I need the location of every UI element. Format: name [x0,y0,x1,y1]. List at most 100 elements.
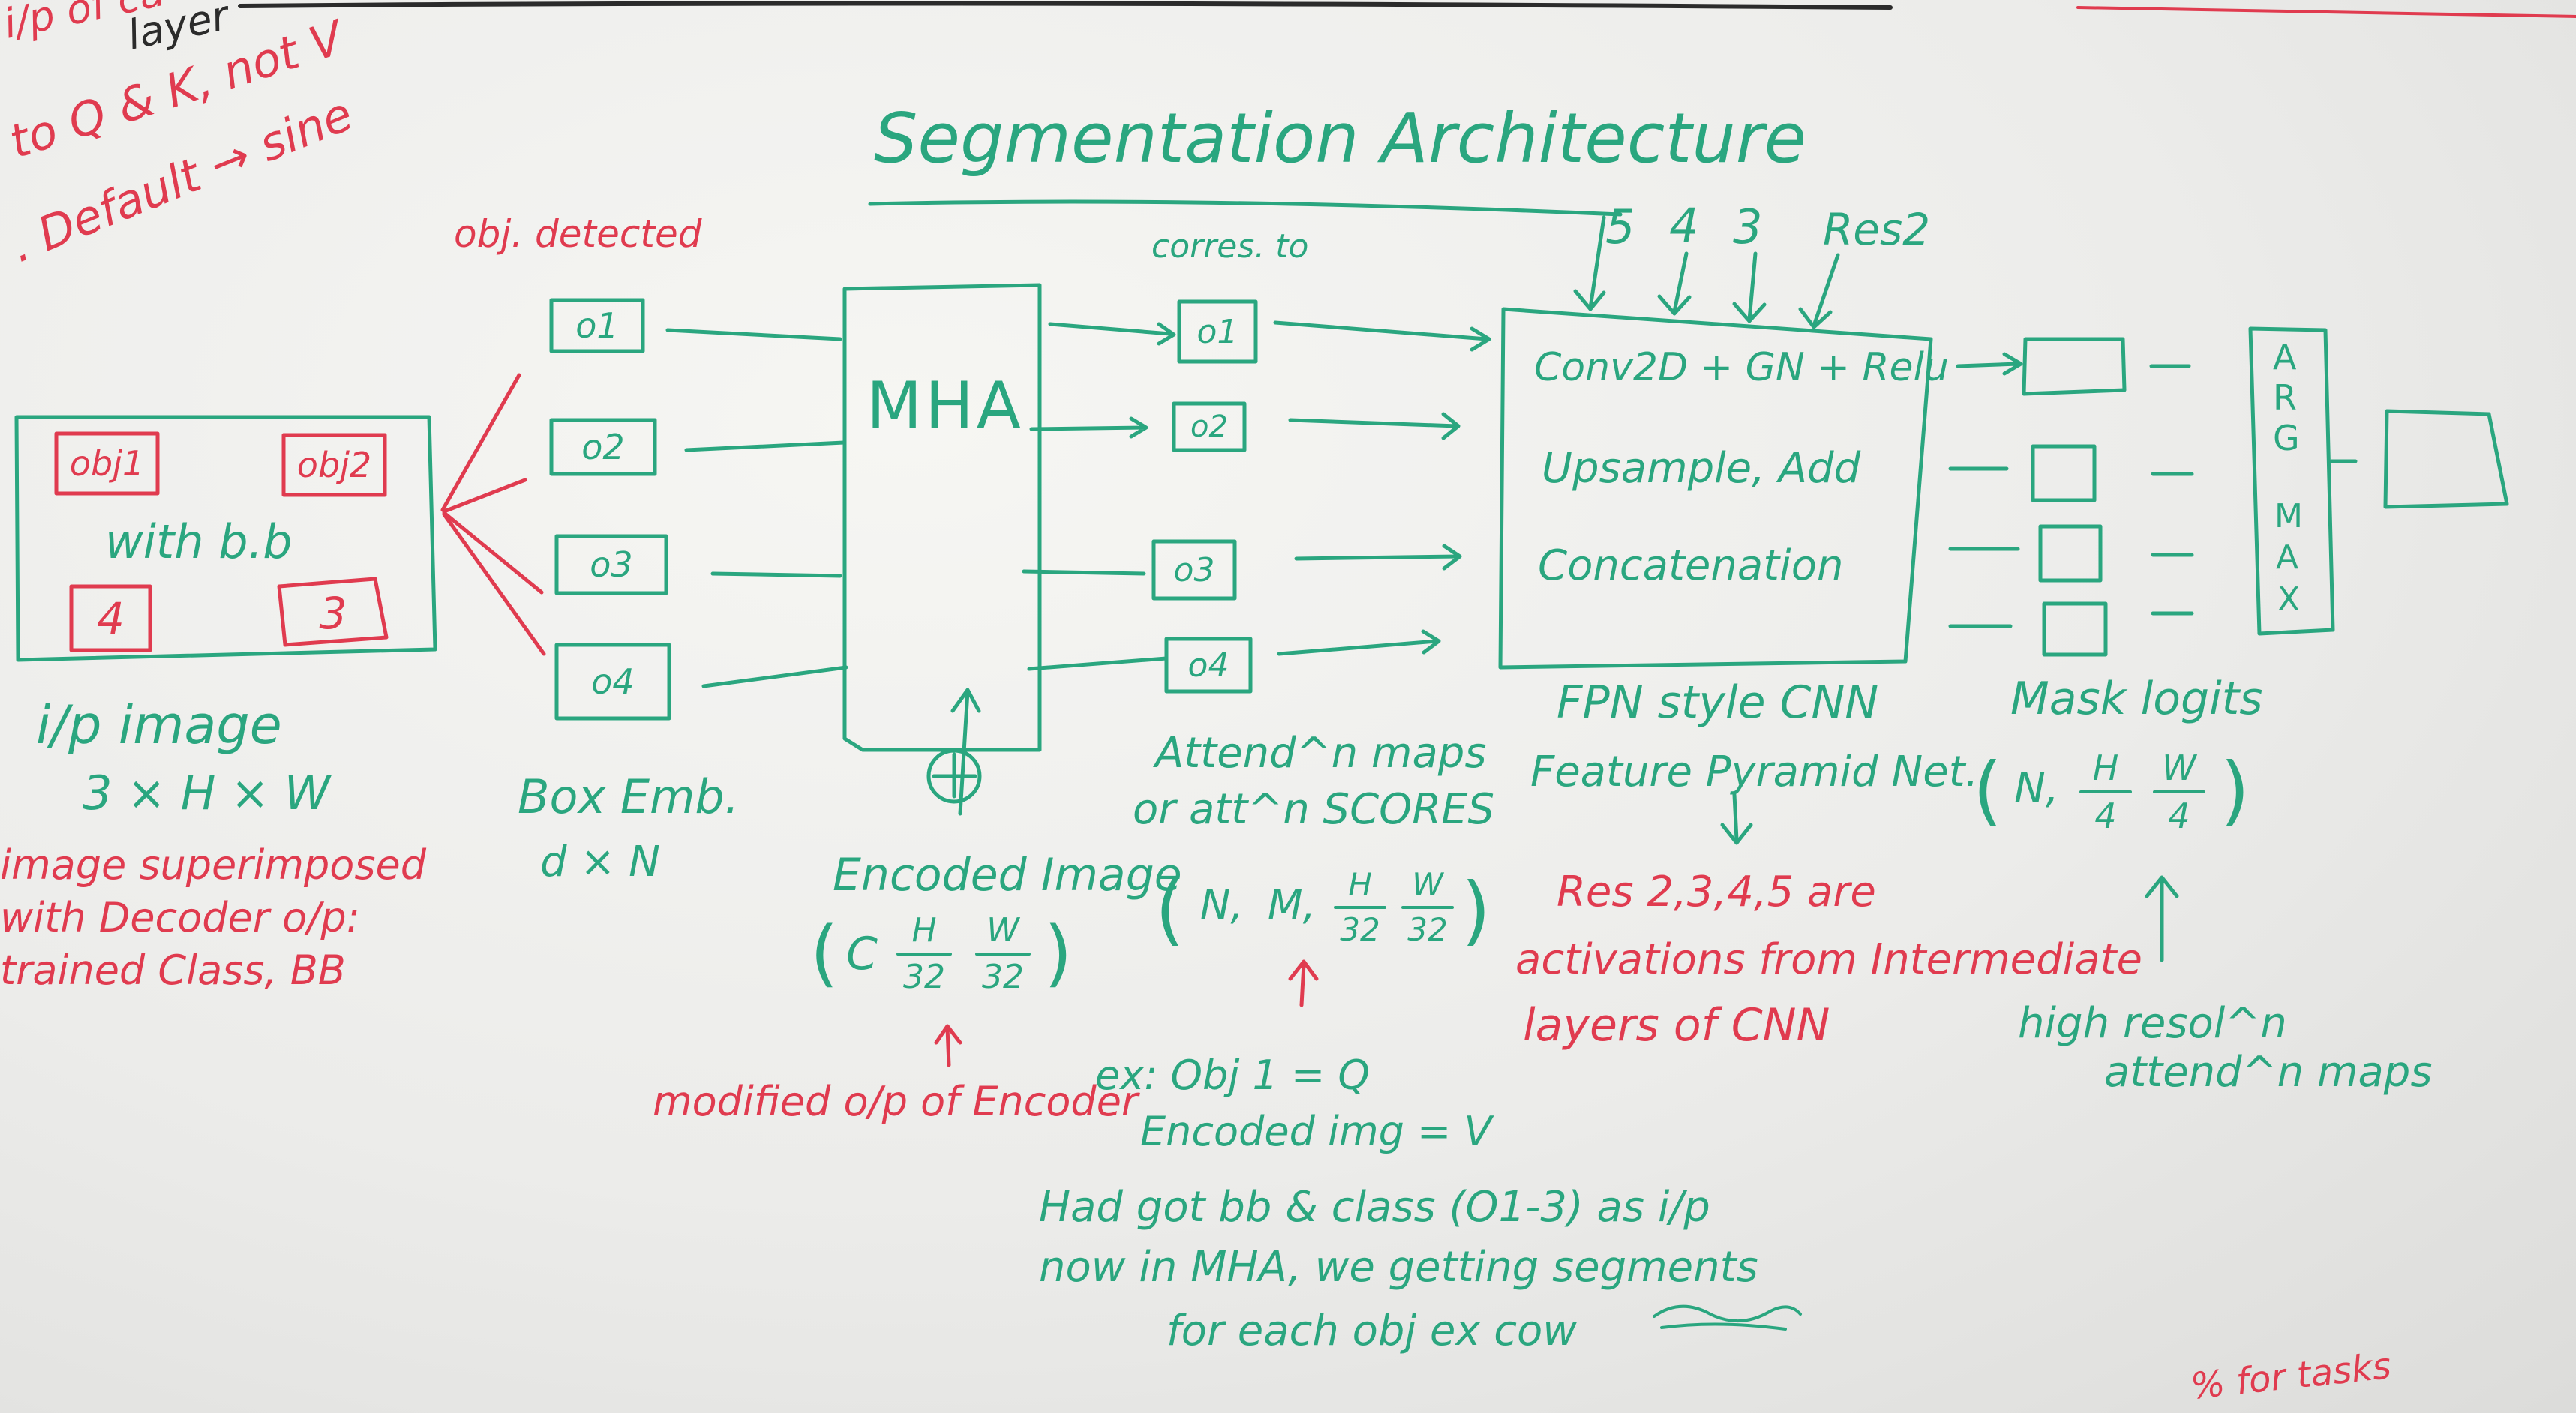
mha-box-shape [842,283,1042,752]
att-box-3: o3 [1173,550,1215,590]
line-a4-fpn [1277,629,1441,656]
res5-label: 5 [1605,200,1635,254]
mask-dims-h: H 4 [2079,750,2132,835]
argmax-letter-x: X [2277,580,2301,619]
input-image-note-2: with Decoder o/p: [0,894,360,941]
in-obj3-shape [277,577,389,647]
line-a3-fpn [1294,544,1462,571]
mask-box-1-shape [2022,337,2127,396]
title-underline [868,200,1623,217]
argmax-letter-g: G [2273,418,2300,458]
input-image-caption: with b.b [105,514,293,569]
right-top-stroke [2076,6,2576,18]
encoder-note-arrow [934,1024,962,1067]
in-obj4-shape [69,584,152,652]
line-o4-mha [701,665,848,688]
mask-box-4-shape [2042,602,2108,657]
att-dims-n: N, [1200,881,1244,928]
encoded-dims-open: ( [810,911,839,995]
fpn-note-2: activations from Intermediate [1515,935,2142,984]
attention-note-2: Encoded img = V [1140,1108,1492,1155]
mask-dims-close: ) [2220,746,2250,834]
attention-label-2: or att^n SCORES [1133,785,1495,834]
att-box-1-shape [1177,299,1258,364]
fpn-line-2: Upsample, Add [1542,444,1861,493]
mask-dims-n: N, [2014,764,2059,813]
encoded-dims-h: H 32 [896,911,952,997]
attention-label-1: Attend^n maps [1155,729,1487,778]
encoded-image-label: Encoded Image [833,849,1182,902]
in-obj2-shape [281,433,387,497]
mask-dims-open: ( [1973,746,2003,834]
obj-box-1: o1 [575,305,619,346]
res4-label: 4 [1669,198,1699,253]
attention-note-3: Had got bb & class (O1-3) as i/p [1039,1183,1710,1232]
obj-box-3-shape [554,534,668,596]
fpn-line-1: Conv2D + GN + Relu [1534,345,1949,390]
mask-box-2-shape [2031,444,2097,502]
att-dims-open: ( [1155,866,1185,954]
line-o2-mha [684,440,846,452]
obj-box-3: o3 [590,544,633,585]
in-obj4-label: 4 [97,592,125,644]
res4-arrow [1657,251,1692,316]
mask-logits-label: Mask logits [2010,673,2263,725]
positional-plus-circle [926,748,982,804]
fpn-label-1: FPN style CNN [1557,676,1879,729]
in-obj3-label: 3 [319,588,347,639]
res3-arrow [1732,251,1767,323]
argmax-letter-m: M [2274,497,2303,536]
fpn-line-3: Concatenation [1538,542,1844,590]
obj-detected-label: obj. detected [454,212,702,256]
encoded-h-den: 32 [903,958,945,997]
argmax-letter-a2: A [2276,538,2299,577]
att-w-den: 32 [1407,911,1448,949]
obj-box-1-shape [549,298,645,353]
obj-box-4: o4 [591,662,635,702]
in-obj1-shape [54,431,160,496]
mask-note-arrow [2145,875,2179,962]
encoded-h-num: H [911,911,937,950]
att-box-4-shape [1164,637,1253,694]
line-mha-a3 [1022,569,1146,576]
att-w-num: W [1412,866,1443,903]
attention-note-5: for each obj ex cow [1166,1306,1578,1355]
fpn-label-2: Feature Pyramid Net. [1530,748,1979,796]
output-box-shape [2383,409,2509,509]
mask-w-den: 4 [2168,796,2190,837]
encoded-dims-close: ) [1044,911,1073,995]
obj-box-4-shape [554,643,671,721]
mask-note-1: high resol^n [2018,999,2287,1048]
fpn-note-1: Res 2,3,4,5 are [1557,868,1876,916]
res2-label: Res2 [1823,204,1931,255]
mask-h-num: H [2092,748,2119,788]
encoded-w-num: W [986,911,1019,950]
input-image-frame [14,415,437,662]
obj-box-2: o2 [581,427,625,467]
argmax-box-shape [2248,326,2335,636]
res3-label: 3 [1733,200,1763,254]
input-image-note-1: image superimposed [0,842,426,889]
fpn-note-3: layers of CNN [1523,999,1830,1052]
fpn-box-shape [1498,307,1933,670]
attention-note-arrow [1288,959,1319,1007]
attention-note-1: ex: Obj 1 = Q [1095,1052,1370,1099]
att-box-2-shape [1172,401,1247,452]
att-box-2: o2 [1190,410,1228,444]
line-o3-mha [710,572,842,578]
line-o1-mha [665,328,842,341]
attention-note-4: now in MHA, we getting segments [1039,1243,1758,1292]
cow-scribble [1653,1304,1802,1330]
att-dims-h: H 32 [1334,868,1386,946]
input-image-note-3: trained Class, BB [0,946,346,994]
mask-note-2: attend^n maps [2104,1048,2433,1096]
mask-h-den: 4 [2094,796,2117,837]
att-box-1: o1 [1196,312,1238,351]
encoded-w-den: 32 [982,958,1024,997]
fan-line-4 [442,512,546,656]
fan-line-2 [442,478,527,514]
encoded-dims-w: W 32 [975,911,1031,997]
input-image-label: i/p image [36,694,282,756]
att-dims-close: ) [1461,866,1491,954]
fpn-note-arrow [1720,793,1753,845]
